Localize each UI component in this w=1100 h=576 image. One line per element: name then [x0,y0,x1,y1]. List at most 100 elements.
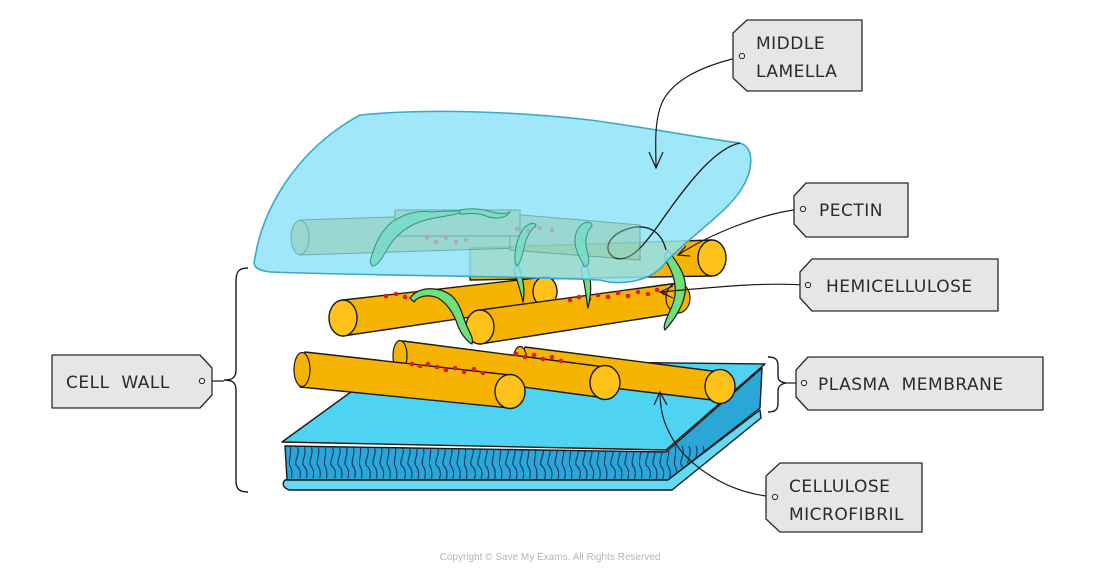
lipid-line [309,445,315,480]
label-cell-wall: CELL WALL [51,354,213,409]
cellulose-microfibril-pointer [659,391,767,497]
lipid-line [722,445,728,480]
label-middle-lamella: MIDDLE LAMELLA [732,19,863,92]
lipid-line [603,445,608,480]
hemicellulose-dots-lower [409,351,564,376]
lipid-line [477,445,483,480]
label-text: PECTIN [819,201,883,221]
lipid-line [316,445,321,480]
lipid-line [736,445,741,480]
lipid-line [512,445,518,480]
copyright-notice: Copyright © Save My Exams. All Rights Re… [440,552,661,563]
lipid-line [421,445,426,480]
pectin-arrowhead [676,245,691,257]
lipid-line [470,445,476,480]
pectin-strand [663,249,686,331]
lipid-line [428,445,433,480]
label-text: CELLULOSE [789,477,890,497]
lipid-line [596,445,601,480]
lipid-line [652,445,658,480]
lipid-line [575,445,581,480]
lipid-line [407,445,413,480]
cellulose-microfibril [293,351,526,410]
lipid-line [624,445,630,480]
pectin-strand [409,288,474,345]
lipid-line [351,445,356,480]
lipid-line [330,445,336,480]
label-cellulose-microfibril: CELLULOSE MICROFIBRIL [765,462,923,533]
tag-shape [795,356,1044,411]
lipid-line [589,445,595,480]
tag-shape [765,462,923,533]
cell-wall-bracket [223,267,249,493]
pectin-pointer [677,208,801,256]
lipid-line [379,445,385,480]
lipid-line [743,445,748,480]
lower-microfibril-layer [293,339,736,410]
lipid-line [617,445,623,480]
tag-hole [738,52,746,60]
label-text: HEMICELLULOSE [826,277,973,297]
lipid-line [456,445,461,480]
label-hemicellulose: HEMICELLULOSE [799,258,999,312]
lipid-line [288,445,293,480]
lipid-line [323,445,328,480]
lipid-line [666,445,671,480]
lipid-line [729,445,735,480]
label-text: CELL WALL [66,373,170,393]
label-pectin: PECTIN [793,182,909,238]
middle-lamella [253,110,752,284]
lipid-line [337,445,343,480]
membrane-bottom-layer [282,409,762,491]
lipid-line [645,445,651,480]
lipid-line [582,445,588,480]
cellulose-microfibril-arrowhead [653,390,668,406]
lipid-line [295,445,301,480]
pointer-lines [202,56,805,497]
lipid-line [547,445,553,480]
lipid-line [449,445,455,480]
lipid-line [442,445,448,480]
lipid-line [631,445,636,480]
lipid-line [561,445,566,480]
tag-shape [793,182,909,238]
lipid-line [505,445,511,480]
lipid-line [393,445,398,480]
lipid-line [610,445,616,480]
tag-hole [198,377,206,385]
lipid-line [372,445,378,480]
lipid-line [498,445,503,480]
lipid-line [358,445,363,480]
tag-hole [800,379,808,387]
lipid-line [435,445,441,480]
tag-hole [799,205,807,213]
lipid-line [757,445,760,480]
lipid-line [533,445,538,480]
lipid-line [386,445,391,480]
lipid-line [365,445,371,480]
tag-hole [771,493,779,501]
lipid-line [519,445,525,480]
lipid-line [400,445,406,480]
lipid-line [302,445,308,480]
lipid-line [491,445,496,480]
lipid-line [659,445,665,480]
lipid-line [526,445,531,480]
plasma-membrane-bracket [767,356,787,413]
hemicellulose-arrowhead [658,285,674,299]
label-text: LAMELLA [756,62,837,82]
dots-in-lamella [424,225,555,245]
lipid-line [484,445,490,480]
lipid-line [750,445,756,480]
tag-shape [732,19,863,92]
lipid-line [638,445,643,480]
lipid-line [463,445,468,480]
lipid-line [414,445,420,480]
label-text: MIDDLE [756,34,825,54]
tag-shape [51,354,213,409]
lipid-line [540,445,546,480]
tag-hole [804,281,812,289]
middle-lamella-pointer [655,56,742,169]
pectin-in-lamella [369,208,593,267]
